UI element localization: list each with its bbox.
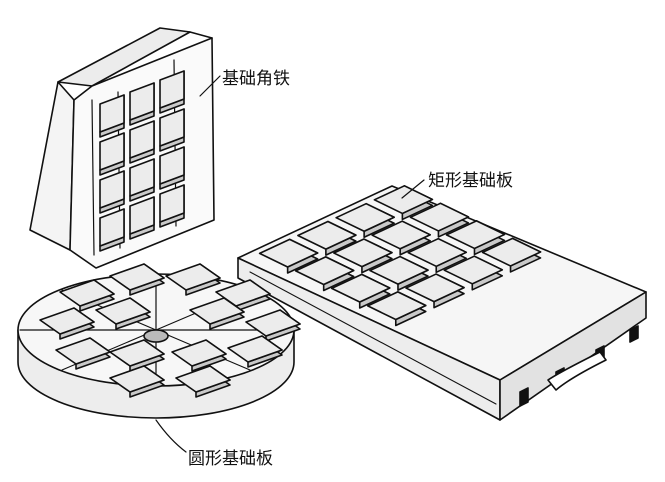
angle-pad (159, 70, 185, 114)
angle-pad (129, 158, 155, 202)
label-rectangular-base-plate: 矩形基础板 (428, 171, 513, 191)
rect-pad (405, 273, 465, 309)
round-pad (189, 297, 245, 330)
round-pad (165, 263, 221, 296)
rect-pad (409, 202, 470, 238)
rect-pad (481, 237, 542, 273)
rect-pad (373, 185, 434, 221)
rect-pad (366, 291, 427, 327)
angle-pad (159, 146, 185, 190)
leader-rect (401, 179, 425, 199)
rect-pad (333, 238, 393, 274)
round-pad (171, 339, 227, 372)
angle-pad (129, 120, 155, 164)
rect-pad (369, 255, 429, 291)
rect-pad (445, 220, 506, 256)
angle-pad (129, 82, 155, 126)
rect-pad (258, 238, 319, 274)
rect-pad (335, 202, 395, 239)
angle-pad (99, 170, 125, 214)
leader-angle (199, 75, 221, 97)
label-angle-plate: 基础角铁 (222, 69, 290, 89)
rect-pad (294, 256, 355, 292)
round-pad (175, 365, 231, 398)
angle-plate (29, 27, 215, 269)
leader-round (155, 419, 187, 453)
round-base-plate (17, 263, 301, 419)
angle-pad (99, 208, 125, 252)
angle-pad (159, 108, 185, 152)
rect-pad (297, 220, 357, 256)
angle-pad (159, 184, 185, 228)
rect-pad (443, 255, 504, 291)
rectangular-base-plate (237, 185, 647, 421)
round-pad (59, 279, 115, 312)
round-pad (109, 263, 165, 296)
angle-pad (99, 132, 125, 176)
round-pad (227, 335, 283, 368)
label-round-base-plate: 圆形基础板 (188, 449, 273, 469)
angle-pad (129, 196, 155, 240)
rect-pad (371, 220, 431, 256)
round-pad (95, 297, 151, 330)
round-pad (39, 307, 95, 340)
round-pad (109, 365, 165, 398)
rect-pad (407, 237, 468, 274)
rect-pad (330, 273, 391, 309)
angle-pad (99, 94, 125, 138)
